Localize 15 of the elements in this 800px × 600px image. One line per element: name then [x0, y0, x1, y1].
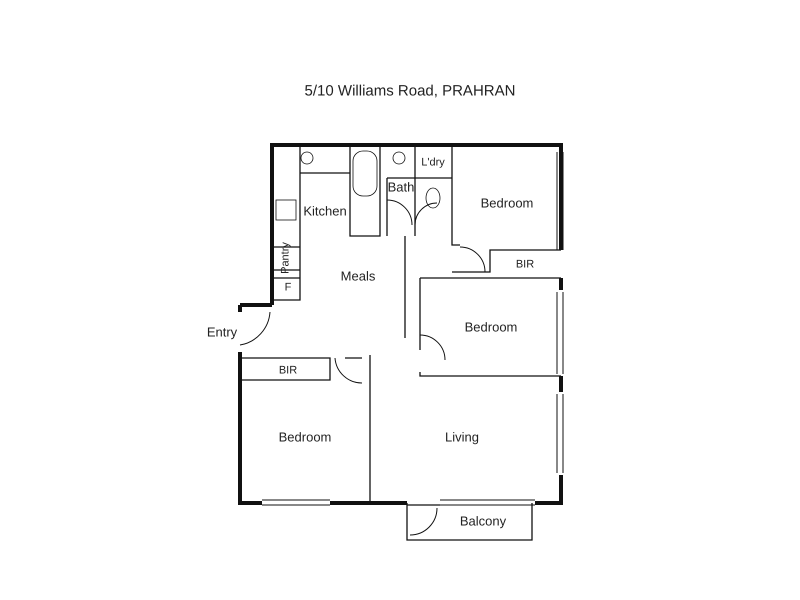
room-label: Bedroom: [278, 430, 332, 444]
room-label: L'dry: [421, 158, 445, 168]
room-label: Meals: [340, 270, 376, 282]
room-label: Bedroom: [480, 196, 534, 210]
plan-title: 5/10 Williams Road, PRAHRAN: [304, 84, 516, 98]
room-label: Bedroom: [464, 320, 518, 334]
entry-label: Entry: [206, 326, 238, 338]
room-label: Living: [445, 430, 479, 444]
room-label: F: [284, 282, 292, 294]
room-label: Kitchen: [303, 204, 347, 218]
room-label: Balcony: [460, 514, 506, 528]
room-label: BIR: [516, 260, 534, 270]
room-label: BIR: [278, 366, 298, 376]
room-label: Bath: [388, 180, 414, 194]
room-label: Pantry: [280, 242, 292, 274]
